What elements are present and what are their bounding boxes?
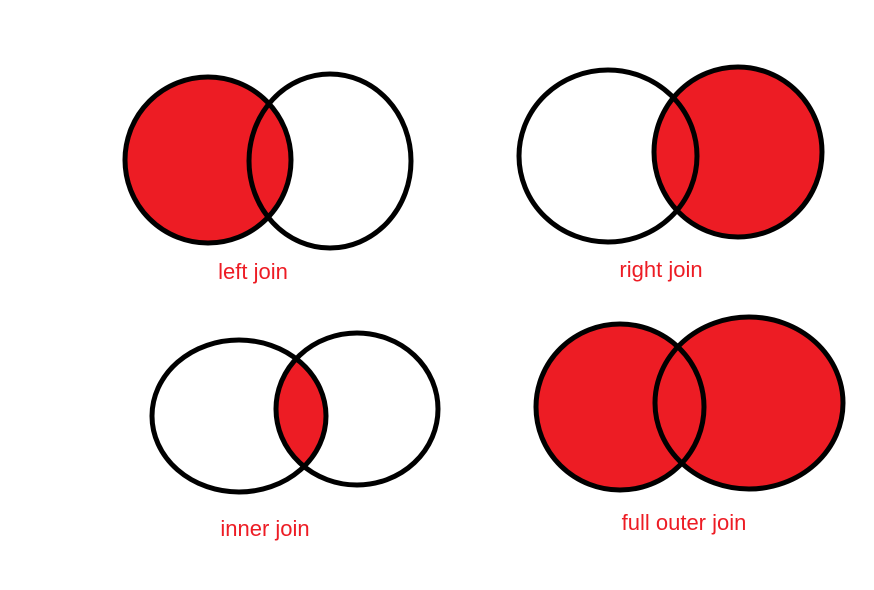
left-join-left-set (125, 77, 291, 243)
right-join-right-set-outline (651, 64, 825, 240)
inner-join-right-set-outline (273, 330, 441, 488)
full-outer-right-set (655, 317, 843, 489)
right-join-left-set-outline (516, 67, 700, 245)
left-join-venn (122, 71, 414, 251)
right-join-label: right join (619, 257, 703, 282)
full-outer-join-venn (533, 314, 846, 493)
full-outer-join-label: full outer join (621, 510, 747, 535)
full-outer-right-set-outline (652, 314, 846, 492)
inner-join-left-set-outline (149, 337, 329, 495)
right-join-right-set (654, 67, 822, 237)
left-join-right-set-outline (246, 71, 414, 251)
left-join-label: left join (218, 259, 288, 284)
right-join-venn (516, 64, 825, 245)
inner-join-venn (149, 330, 441, 495)
full-outer-left-set-outline (533, 321, 707, 493)
inner-join-label: inner join (220, 516, 310, 541)
left-join-left-set-outline (122, 74, 294, 246)
